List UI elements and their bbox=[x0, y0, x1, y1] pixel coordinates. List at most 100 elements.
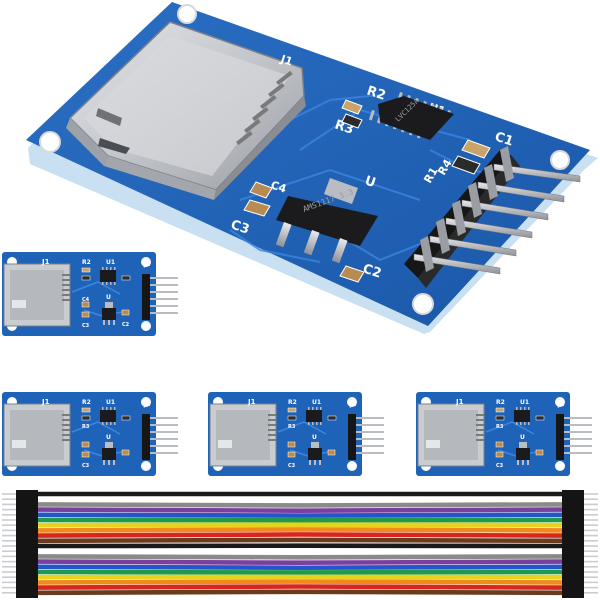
main-label-j1: J1 bbox=[278, 52, 294, 68]
jumper-pin bbox=[2, 550, 16, 552]
main-sd-module: J1 R2 R3 U1 C1 R1 R4 C4 C3 U C2 bbox=[26, 2, 598, 334]
ribbon-wire bbox=[37, 537, 563, 544]
small-label-u: U bbox=[106, 434, 111, 441]
ribbon-wire bbox=[37, 532, 563, 538]
small-label-r2: R2 bbox=[496, 399, 505, 406]
main-label-r2: R2 bbox=[365, 84, 388, 104]
left-connector-block bbox=[2, 490, 38, 598]
jumper-pin bbox=[584, 519, 598, 521]
small-label-j1: J1 bbox=[247, 398, 256, 406]
jumper-pin bbox=[2, 545, 16, 547]
small-label-c3: C3 bbox=[82, 323, 90, 329]
small-sd-module-2: J1 R2 U1 J2 R3 U C3 bbox=[1, 391, 179, 477]
small-label-c3: C3 bbox=[496, 463, 504, 469]
jumper-pin bbox=[2, 586, 16, 589]
small-label-r3: R3 bbox=[288, 424, 296, 430]
ribbon-wire bbox=[37, 527, 563, 533]
jumper-pin bbox=[2, 571, 16, 573]
jumper-pin bbox=[2, 514, 16, 516]
small-label-c2: C2 bbox=[122, 322, 130, 328]
small-label-j2: J2 bbox=[349, 401, 356, 408]
jumper-pin bbox=[584, 576, 598, 578]
ribbon-wire bbox=[37, 589, 563, 596]
jumper-pin bbox=[2, 503, 16, 506]
jumper-pin bbox=[584, 503, 598, 506]
jumper-pin bbox=[2, 581, 16, 584]
ribbon-wire bbox=[37, 554, 563, 560]
ribbon-wire bbox=[37, 564, 563, 571]
jumper-pin bbox=[2, 540, 16, 542]
jumper-pin bbox=[584, 540, 598, 542]
mount-hole bbox=[177, 4, 197, 24]
jumper-pin bbox=[584, 560, 598, 563]
small-label-r2: R2 bbox=[288, 399, 297, 406]
small-label-u1: U1 bbox=[106, 399, 115, 406]
jumper-pin bbox=[2, 493, 16, 495]
small-label-j2: J2 bbox=[557, 401, 564, 408]
small-label-c3: C3 bbox=[82, 463, 90, 469]
jumper-pin bbox=[2, 592, 16, 594]
small-label-j1: J1 bbox=[455, 398, 464, 406]
small-label-u1: U1 bbox=[312, 399, 321, 406]
small-label-u: U bbox=[520, 434, 525, 441]
small-label-j2: J2 bbox=[143, 401, 150, 408]
main-ic-u1: LVC125A bbox=[368, 92, 454, 140]
jumper-pin bbox=[2, 498, 16, 500]
jumper-pin bbox=[2, 508, 16, 511]
jumper-pin bbox=[584, 550, 598, 552]
dupont-jumper-cable bbox=[2, 490, 598, 598]
mount-hole bbox=[412, 293, 434, 315]
small-sd-module-4: J1 R2 U1 J2 R3 U C3 bbox=[415, 391, 593, 477]
ribbon-wire bbox=[37, 579, 563, 585]
jumper-pin bbox=[2, 560, 16, 563]
jumper-pin bbox=[584, 555, 598, 558]
small-label-c3: C3 bbox=[288, 463, 296, 469]
jumper-pin bbox=[2, 529, 16, 532]
mount-hole bbox=[550, 150, 570, 170]
small-label-r3: R3 bbox=[82, 424, 90, 430]
jumper-pin bbox=[584, 571, 598, 573]
main-label-u: U bbox=[363, 174, 378, 192]
ribbon-wire bbox=[37, 584, 563, 590]
small-label-j2: J2 bbox=[143, 261, 150, 268]
jumper-pin bbox=[584, 498, 598, 500]
small-label-u: U bbox=[106, 294, 111, 301]
jumper-pin bbox=[584, 586, 598, 589]
small-label-u1: U1 bbox=[520, 399, 529, 406]
main-label-c1: C1 bbox=[493, 130, 515, 150]
jumper-pin bbox=[584, 545, 598, 547]
jumper-pin bbox=[2, 534, 16, 537]
ribbon-wire bbox=[37, 512, 563, 518]
small-sd-module-3: J1 R2 U1 J2 R3 U C3 bbox=[207, 391, 385, 477]
ribbon-wire bbox=[37, 502, 563, 508]
ribbon-wire bbox=[37, 559, 563, 566]
small-label-r3: R3 bbox=[496, 424, 504, 430]
ribbon-wires bbox=[37, 491, 563, 596]
jumper-pin bbox=[584, 592, 598, 594]
small-label-j1: J1 bbox=[41, 258, 50, 266]
main-smd-components bbox=[243, 99, 491, 283]
jumper-pin bbox=[2, 566, 16, 568]
small-label-r2: R2 bbox=[82, 259, 91, 266]
main-label-c2: C2 bbox=[361, 262, 383, 282]
small-label-j1: J1 bbox=[41, 398, 50, 406]
jumper-pin bbox=[2, 519, 16, 521]
small-label-u: U bbox=[312, 434, 317, 441]
jumper-pin bbox=[584, 566, 598, 568]
jumper-pin bbox=[2, 555, 16, 558]
main-label-c4: C4 bbox=[269, 178, 288, 195]
jumper-pin bbox=[584, 524, 598, 526]
main-sd-socket bbox=[66, 21, 306, 200]
ribbon-wire bbox=[37, 496, 563, 503]
jumper-pin bbox=[2, 524, 16, 526]
jumper-pin bbox=[584, 493, 598, 495]
small-sd-module-1: J1 R2 U1 J2 C4 C3 U C2 bbox=[1, 251, 179, 337]
jumper-pin bbox=[2, 576, 16, 578]
small-label-r2: R2 bbox=[82, 399, 91, 406]
jumper-pin bbox=[584, 508, 598, 511]
jumper-pin bbox=[584, 534, 598, 537]
main-pin-header-j2 bbox=[404, 146, 581, 288]
jumper-pin bbox=[584, 529, 598, 532]
small-label-c4: C4 bbox=[82, 297, 90, 303]
